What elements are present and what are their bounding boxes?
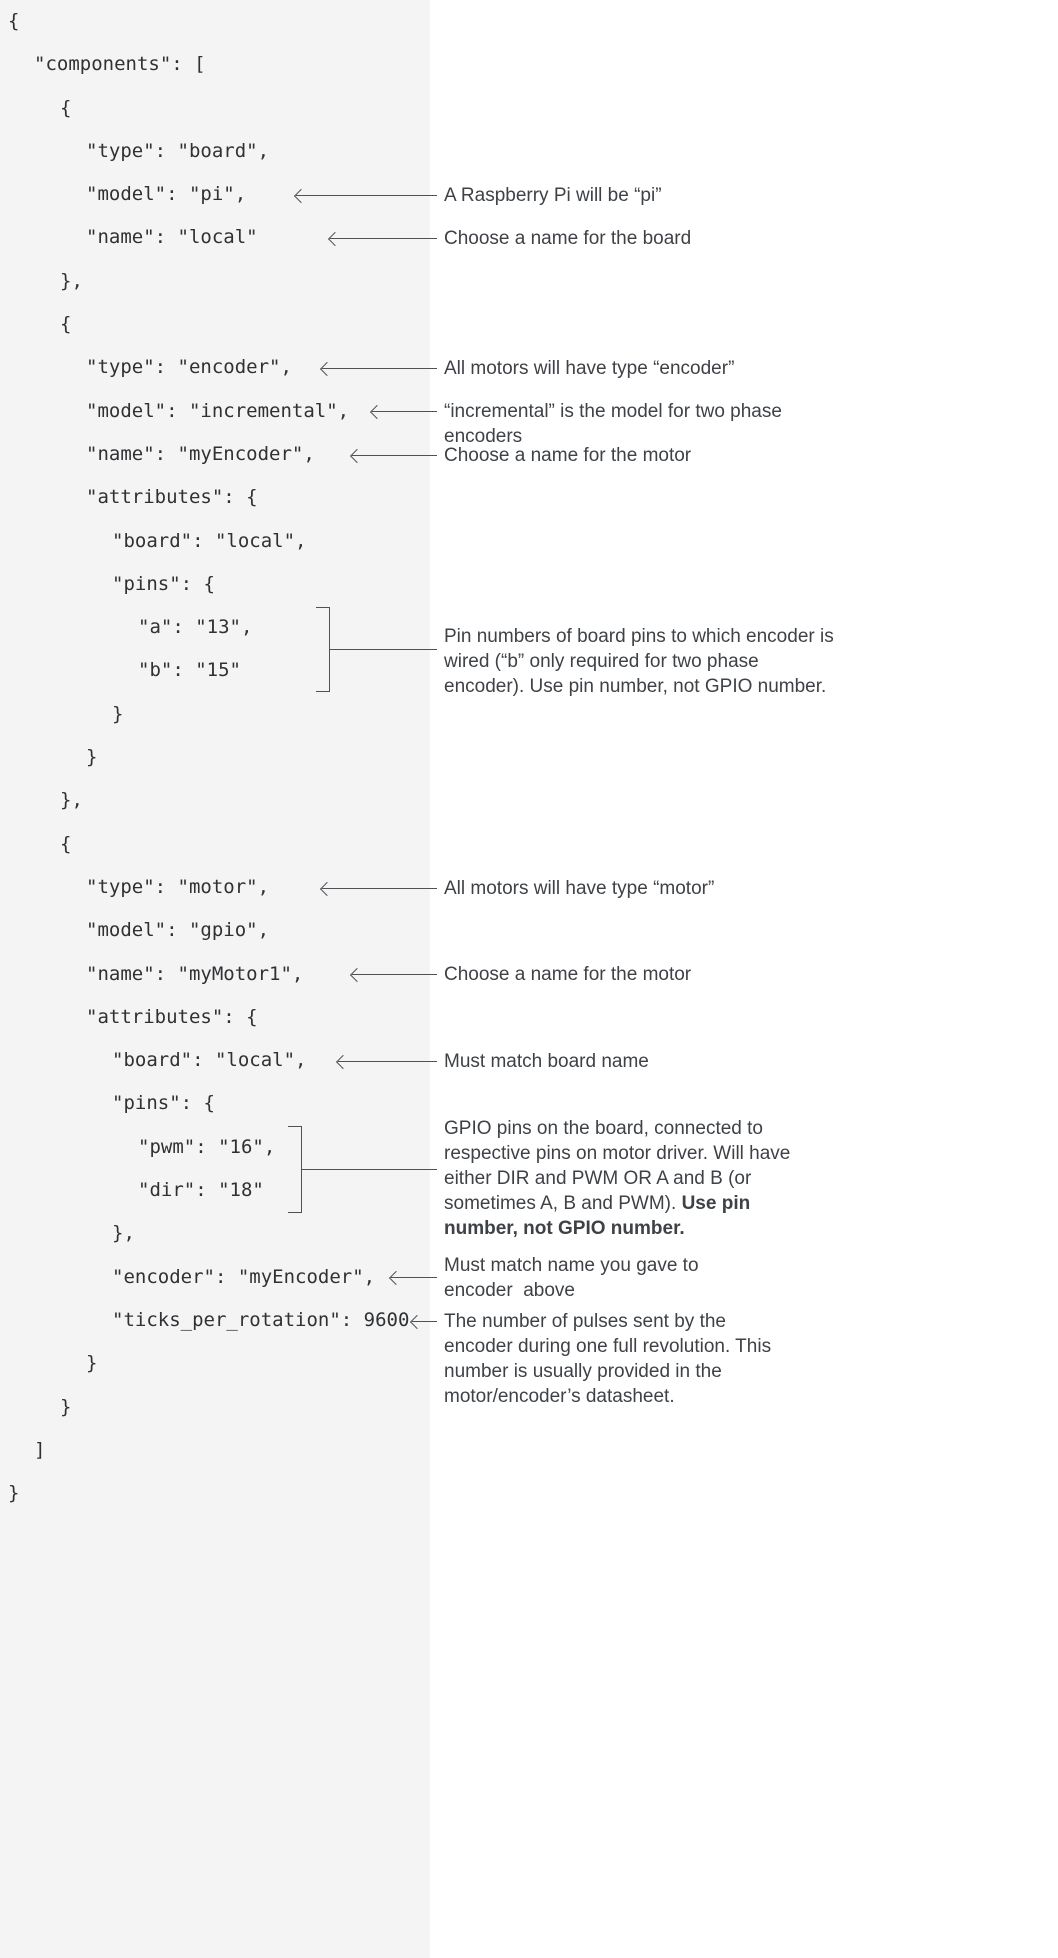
- code-line-motor-pin-dir: "dir": "18": [138, 1179, 264, 1202]
- code-line-motor-encoder: "encoder": "myEncoder",: [112, 1265, 376, 1288]
- code-line-motor-type: "type": "motor",: [86, 875, 270, 898]
- code-line-motor-model: "model": "gpio",: [86, 919, 270, 942]
- code-line: "pins": {: [112, 1092, 215, 1115]
- note-motor-pins-text: GPIO pins on the board, connected to res…: [444, 1118, 796, 1214]
- code-line-board-type: "type": "board",: [86, 139, 270, 162]
- code-line: }: [8, 1482, 20, 1505]
- code-line: },: [60, 789, 83, 812]
- arrow-encoder-name: [352, 455, 437, 456]
- note-ticks-per-rotation: The number of pulses sent by the encoder…: [444, 1311, 777, 1407]
- bracket-motor-pins: [288, 1126, 302, 1213]
- note-motor-encoder: Must match name you gave to encoder abov…: [444, 1255, 704, 1301]
- code-line-encoder-name: "name": "myEncoder",: [86, 442, 315, 465]
- note-motor-pins: GPIO pins on the board, connected to res…: [444, 1116, 812, 1241]
- code-line: {: [8, 10, 20, 32]
- code-line-board-name: "name": "local": [86, 226, 258, 249]
- code-line: }: [60, 1395, 72, 1418]
- json-code-panel: { "components": [ { "type": "board", "mo…: [0, 0, 430, 1958]
- arrow-ticks-per-rotation: [412, 1321, 437, 1322]
- note-motor-type: All motors will have type “motor”: [444, 878, 715, 899]
- arrow-motor-type: [322, 888, 437, 889]
- code-line-encoder-pin-a: "a": "13",: [138, 616, 253, 639]
- arrow-motor-name: [352, 974, 437, 975]
- note-encoder-pins: Pin numbers of board pins to which encod…: [444, 626, 839, 697]
- arrow-motor-board: [338, 1061, 437, 1062]
- note-encoder-name: Choose a name for the motor: [444, 445, 692, 466]
- arrow-board-name: [330, 238, 437, 239]
- connector-motor-pins: [302, 1169, 437, 1170]
- code-line-ticks-per-rotation: "ticks_per_rotation": 9600: [112, 1308, 410, 1331]
- code-line-motor-pin-pwm: "pwm": "16",: [138, 1135, 276, 1158]
- code-line: {: [60, 96, 72, 119]
- note-board-name: Choose a name for the board: [444, 228, 692, 249]
- code-line-encoder-pin-b: "b": "15": [138, 659, 241, 682]
- code-line: "attributes": {: [86, 1005, 258, 1028]
- note-motor-board: Must match board name: [444, 1051, 649, 1072]
- note-board-model: A Raspberry Pi will be “pi”: [444, 185, 662, 206]
- code-line-encoder-board: "board": "local",: [112, 529, 307, 552]
- connector-encoder-pins: [330, 649, 437, 650]
- code-line: },: [60, 269, 83, 292]
- code-line: ]: [34, 1438, 46, 1461]
- code-line: },: [112, 1222, 135, 1245]
- code-line: "attributes": {: [86, 486, 258, 509]
- arrow-motor-encoder: [391, 1277, 437, 1278]
- note-motor-pins-bold: Use pin number, not GPIO number.: [444, 1193, 756, 1239]
- code-line: }: [86, 746, 98, 769]
- code-line-encoder-model: "model": "incremental",: [86, 399, 350, 422]
- code-line-board-model: "model": "pi",: [86, 183, 247, 206]
- code-line: "components": [: [34, 53, 206, 76]
- note-motor-name: Choose a name for the motor: [444, 964, 692, 985]
- code-line: }: [86, 1352, 98, 1375]
- code-line: }: [112, 702, 124, 725]
- note-encoder-type: All motors will have type “encoder”: [444, 358, 735, 379]
- code-line: "pins": {: [112, 572, 215, 595]
- arrow-encoder-model: [372, 411, 437, 412]
- code-line-encoder-type: "type": "encoder",: [86, 356, 292, 379]
- code-line: {: [60, 832, 72, 855]
- code-line-motor-board: "board": "local",: [112, 1049, 307, 1072]
- code-line-motor-name: "name": "myMotor1",: [86, 962, 304, 985]
- code-line: {: [60, 313, 72, 336]
- bracket-encoder-pins: [316, 607, 330, 692]
- note-encoder-model: “incremental” is the model for two phase…: [444, 401, 788, 447]
- arrow-board-model: [296, 195, 437, 196]
- arrow-encoder-type: [322, 368, 437, 369]
